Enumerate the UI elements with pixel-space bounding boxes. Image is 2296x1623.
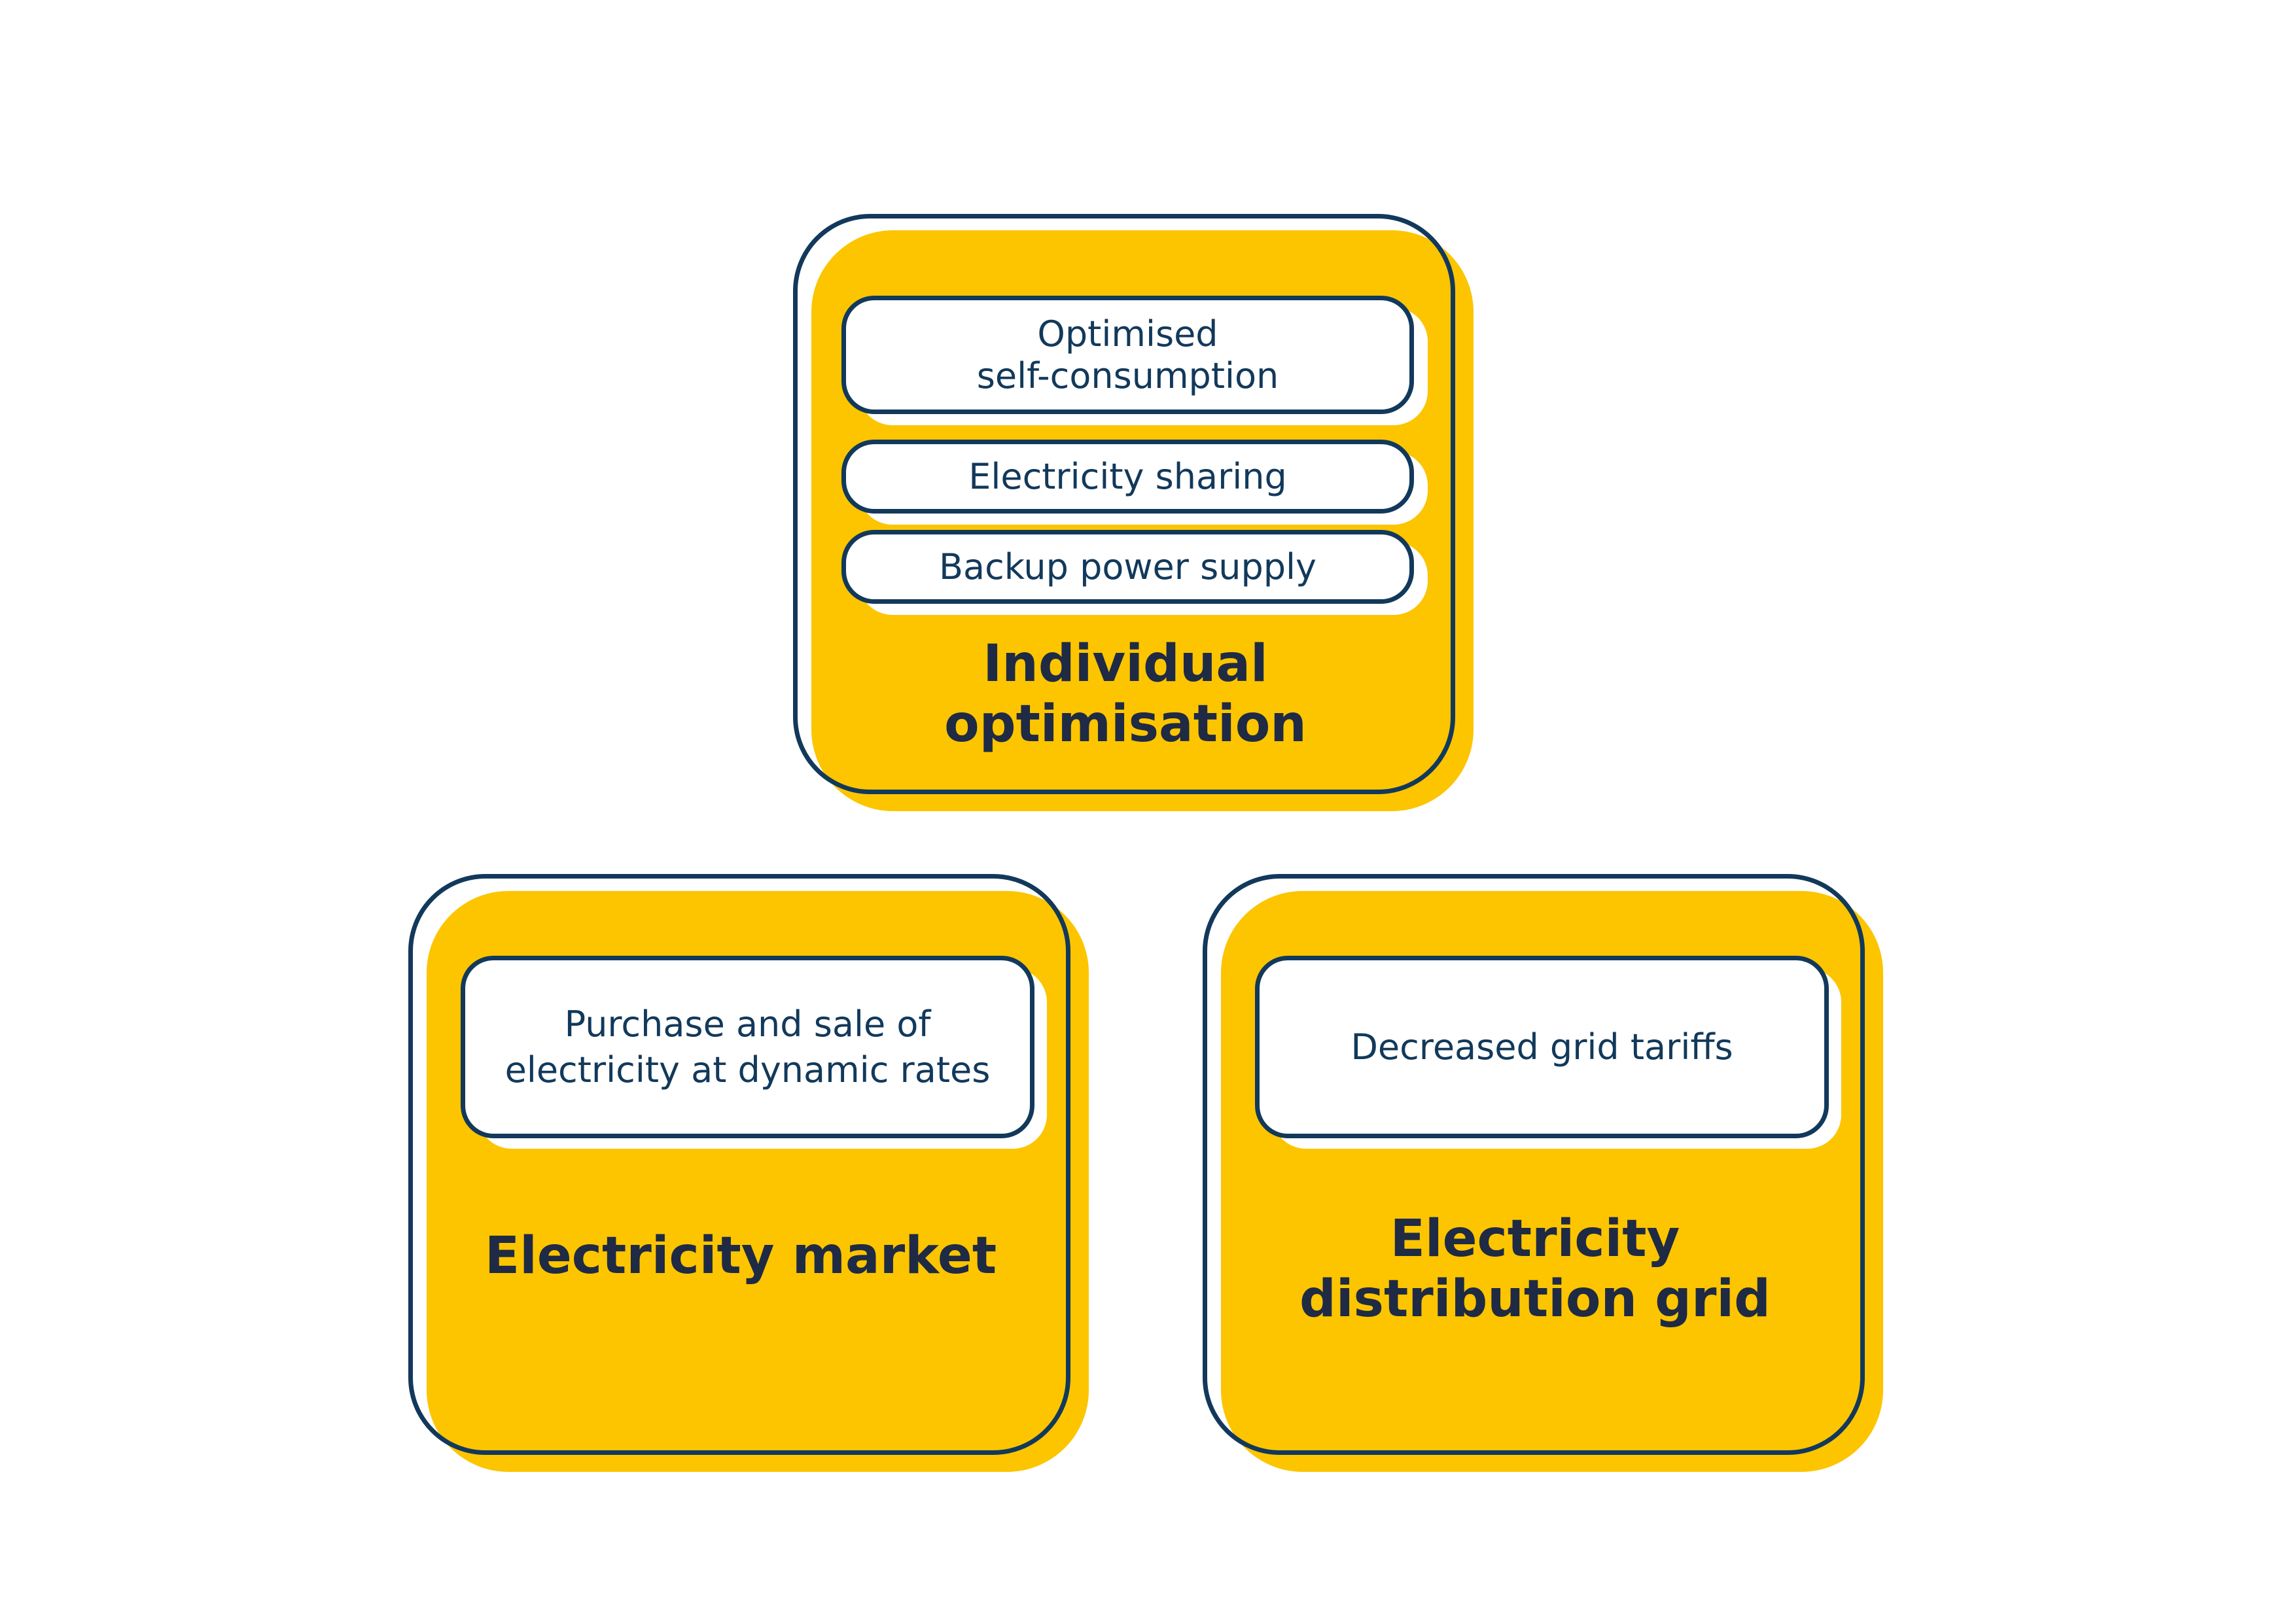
feature-label: Electricity sharing: [968, 455, 1287, 497]
box-frame: Decreased grid tariffs: [1255, 956, 1829, 1138]
panel-title: Electricity distribution grid: [1299, 1210, 1771, 1329]
panel-outline: [408, 874, 1070, 1455]
panel-outline: [793, 214, 1455, 794]
feature-label: Purchase and sale of electricity at dyna…: [504, 1003, 991, 1091]
panel-outline: [1203, 874, 1865, 1455]
box-frame: Backup power supply: [841, 530, 1414, 604]
box-frame: Optimised self-consumption: [841, 296, 1414, 414]
feature-label: Backup power supply: [938, 546, 1317, 587]
box-frame: Electricity sharing: [841, 440, 1414, 514]
feature-label: Decreased grid tariffs: [1351, 1026, 1733, 1068]
feature-label: Optimised self-consumption: [976, 313, 1279, 396]
panel-title: Electricity market: [484, 1227, 997, 1285]
panel-title: Individual optimisation: [944, 635, 1307, 754]
box-frame: Purchase and sale of electricity at dyna…: [461, 956, 1034, 1138]
